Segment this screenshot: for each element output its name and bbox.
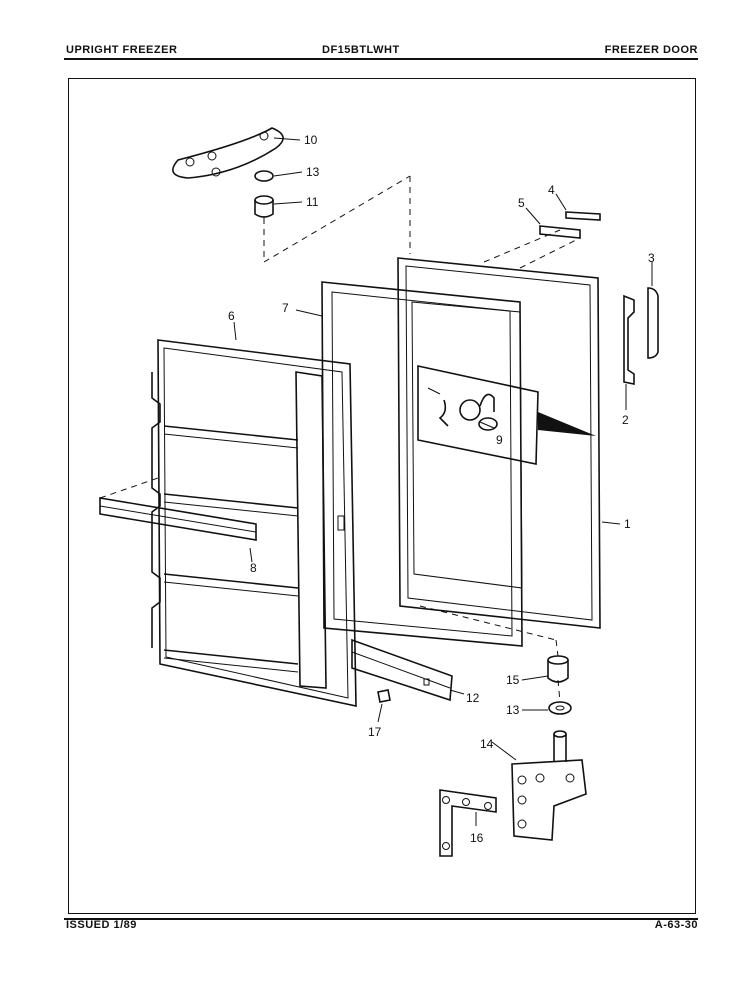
part-washer-top xyxy=(254,170,274,182)
footer-issue-date: ISSUED 1/89 xyxy=(66,919,137,931)
callout-16: 16 xyxy=(470,831,484,845)
part-clip xyxy=(377,689,391,703)
header-rule xyxy=(64,58,698,60)
callout-1: 1 xyxy=(624,517,631,531)
callout-10: 10 xyxy=(304,133,318,147)
callout-5: 5 xyxy=(518,196,525,210)
callout-4: 4 xyxy=(548,183,555,197)
callout-12: 12 xyxy=(466,691,480,705)
part-angle-bracket xyxy=(439,789,497,857)
part-door-stop-4 xyxy=(565,211,601,221)
part-bushing-bottom xyxy=(547,655,569,683)
callout-6: 6 xyxy=(228,309,235,323)
footer-rule xyxy=(64,918,698,920)
header-product-type: UPRIGHT FREEZER xyxy=(66,44,178,56)
callout-15: 15 xyxy=(506,673,520,687)
callout-3: 3 xyxy=(648,251,655,265)
callout-9: 9 xyxy=(496,433,503,447)
callout-8: 8 xyxy=(250,561,257,575)
assembly-guide-lines xyxy=(99,175,581,703)
part-shelf-bar xyxy=(99,497,257,541)
part-handle-cover xyxy=(647,287,659,359)
callout-13-bottom: 13 xyxy=(506,703,520,717)
callout-14: 14 xyxy=(480,737,494,751)
callout-labels: 1 2 3 4 5 6 7 8 9 10 11 12 13 13 14 15 1… xyxy=(228,133,655,845)
diagram-frame xyxy=(68,78,696,914)
part-lock-detail xyxy=(417,365,596,465)
callout-11: 11 xyxy=(306,195,319,209)
part-washer-bottom xyxy=(548,701,572,715)
part-bottom-channel xyxy=(351,638,453,702)
part-bottom-hinge xyxy=(511,730,587,841)
part-inner-door-liner xyxy=(151,339,357,707)
header-section-title: FREEZER DOOR xyxy=(604,44,698,56)
callout-17: 17 xyxy=(368,725,382,739)
part-top-hinge-plate xyxy=(172,127,284,179)
part-door-handle xyxy=(623,294,635,385)
part-bushing-top xyxy=(254,195,274,218)
header-model-number: DF15BTLWHT xyxy=(322,44,400,56)
callout-2: 2 xyxy=(622,413,629,427)
callout-13-top: 13 xyxy=(306,165,320,179)
callout-7: 7 xyxy=(282,301,289,315)
footer-page-code: A-63-30 xyxy=(654,919,698,931)
callout-leaders xyxy=(233,137,653,826)
